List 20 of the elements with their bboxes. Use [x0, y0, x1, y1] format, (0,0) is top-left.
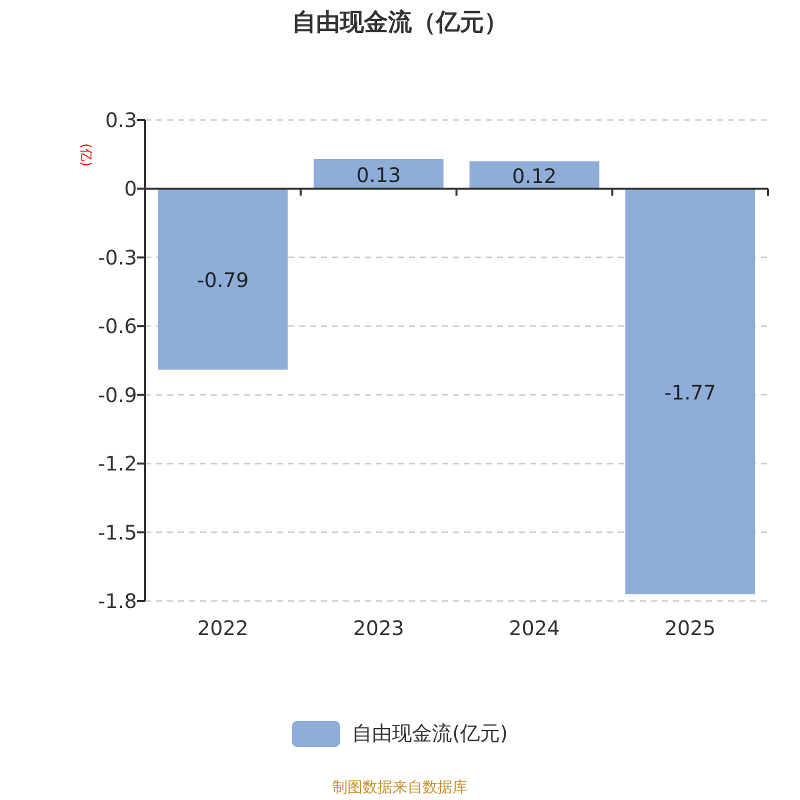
tick-label: -1.2: [98, 452, 137, 476]
source-note: 制图数据来自数据库: [332, 778, 468, 797]
category-label: 2025: [664, 616, 716, 640]
tick-label: -0.3: [98, 245, 137, 270]
data-label: 0.12: [512, 164, 557, 188]
category-label: 2022: [197, 616, 248, 640]
category-label: 2023: [353, 616, 404, 640]
data-label: -1.77: [664, 380, 716, 404]
tick-label: -1.5: [98, 520, 137, 544]
tick-label: -1.8: [98, 589, 137, 613]
tick-label: -0.6: [98, 314, 137, 338]
tick-label: 0: [124, 176, 137, 201]
data-label: 0.13: [356, 162, 401, 187]
tick-label: -0.9: [98, 382, 137, 407]
tick-label: 0.3: [105, 108, 137, 132]
axis-title: (亿): [78, 143, 93, 167]
data-label: -0.79: [197, 268, 249, 292]
category-label: 2024: [508, 616, 560, 640]
legend-label: 自由现金流(亿元): [352, 720, 508, 747]
chart-title: 自由现金流（亿元）: [291, 7, 509, 38]
